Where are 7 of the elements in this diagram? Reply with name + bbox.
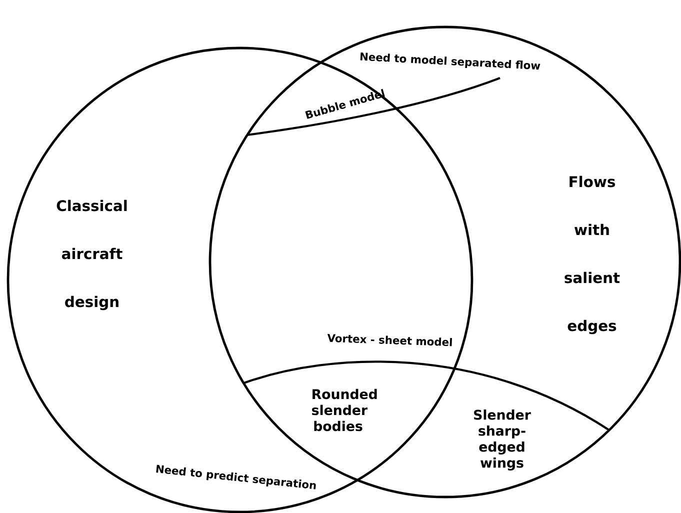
curve-label: Need to predict separation — [156, 464, 316, 490]
circle-heading: Flows with salient edges — [564, 176, 620, 334]
curve-label: Need to model separated flow — [360, 52, 540, 70]
circle-heading: Classical aircraft design — [56, 200, 127, 310]
region-label: Slender sharp-edged wings — [474, 409, 531, 470]
region-label: Rounded slender bodies — [312, 388, 377, 432]
curve-label: Vortex - sheet model — [327, 334, 452, 346]
